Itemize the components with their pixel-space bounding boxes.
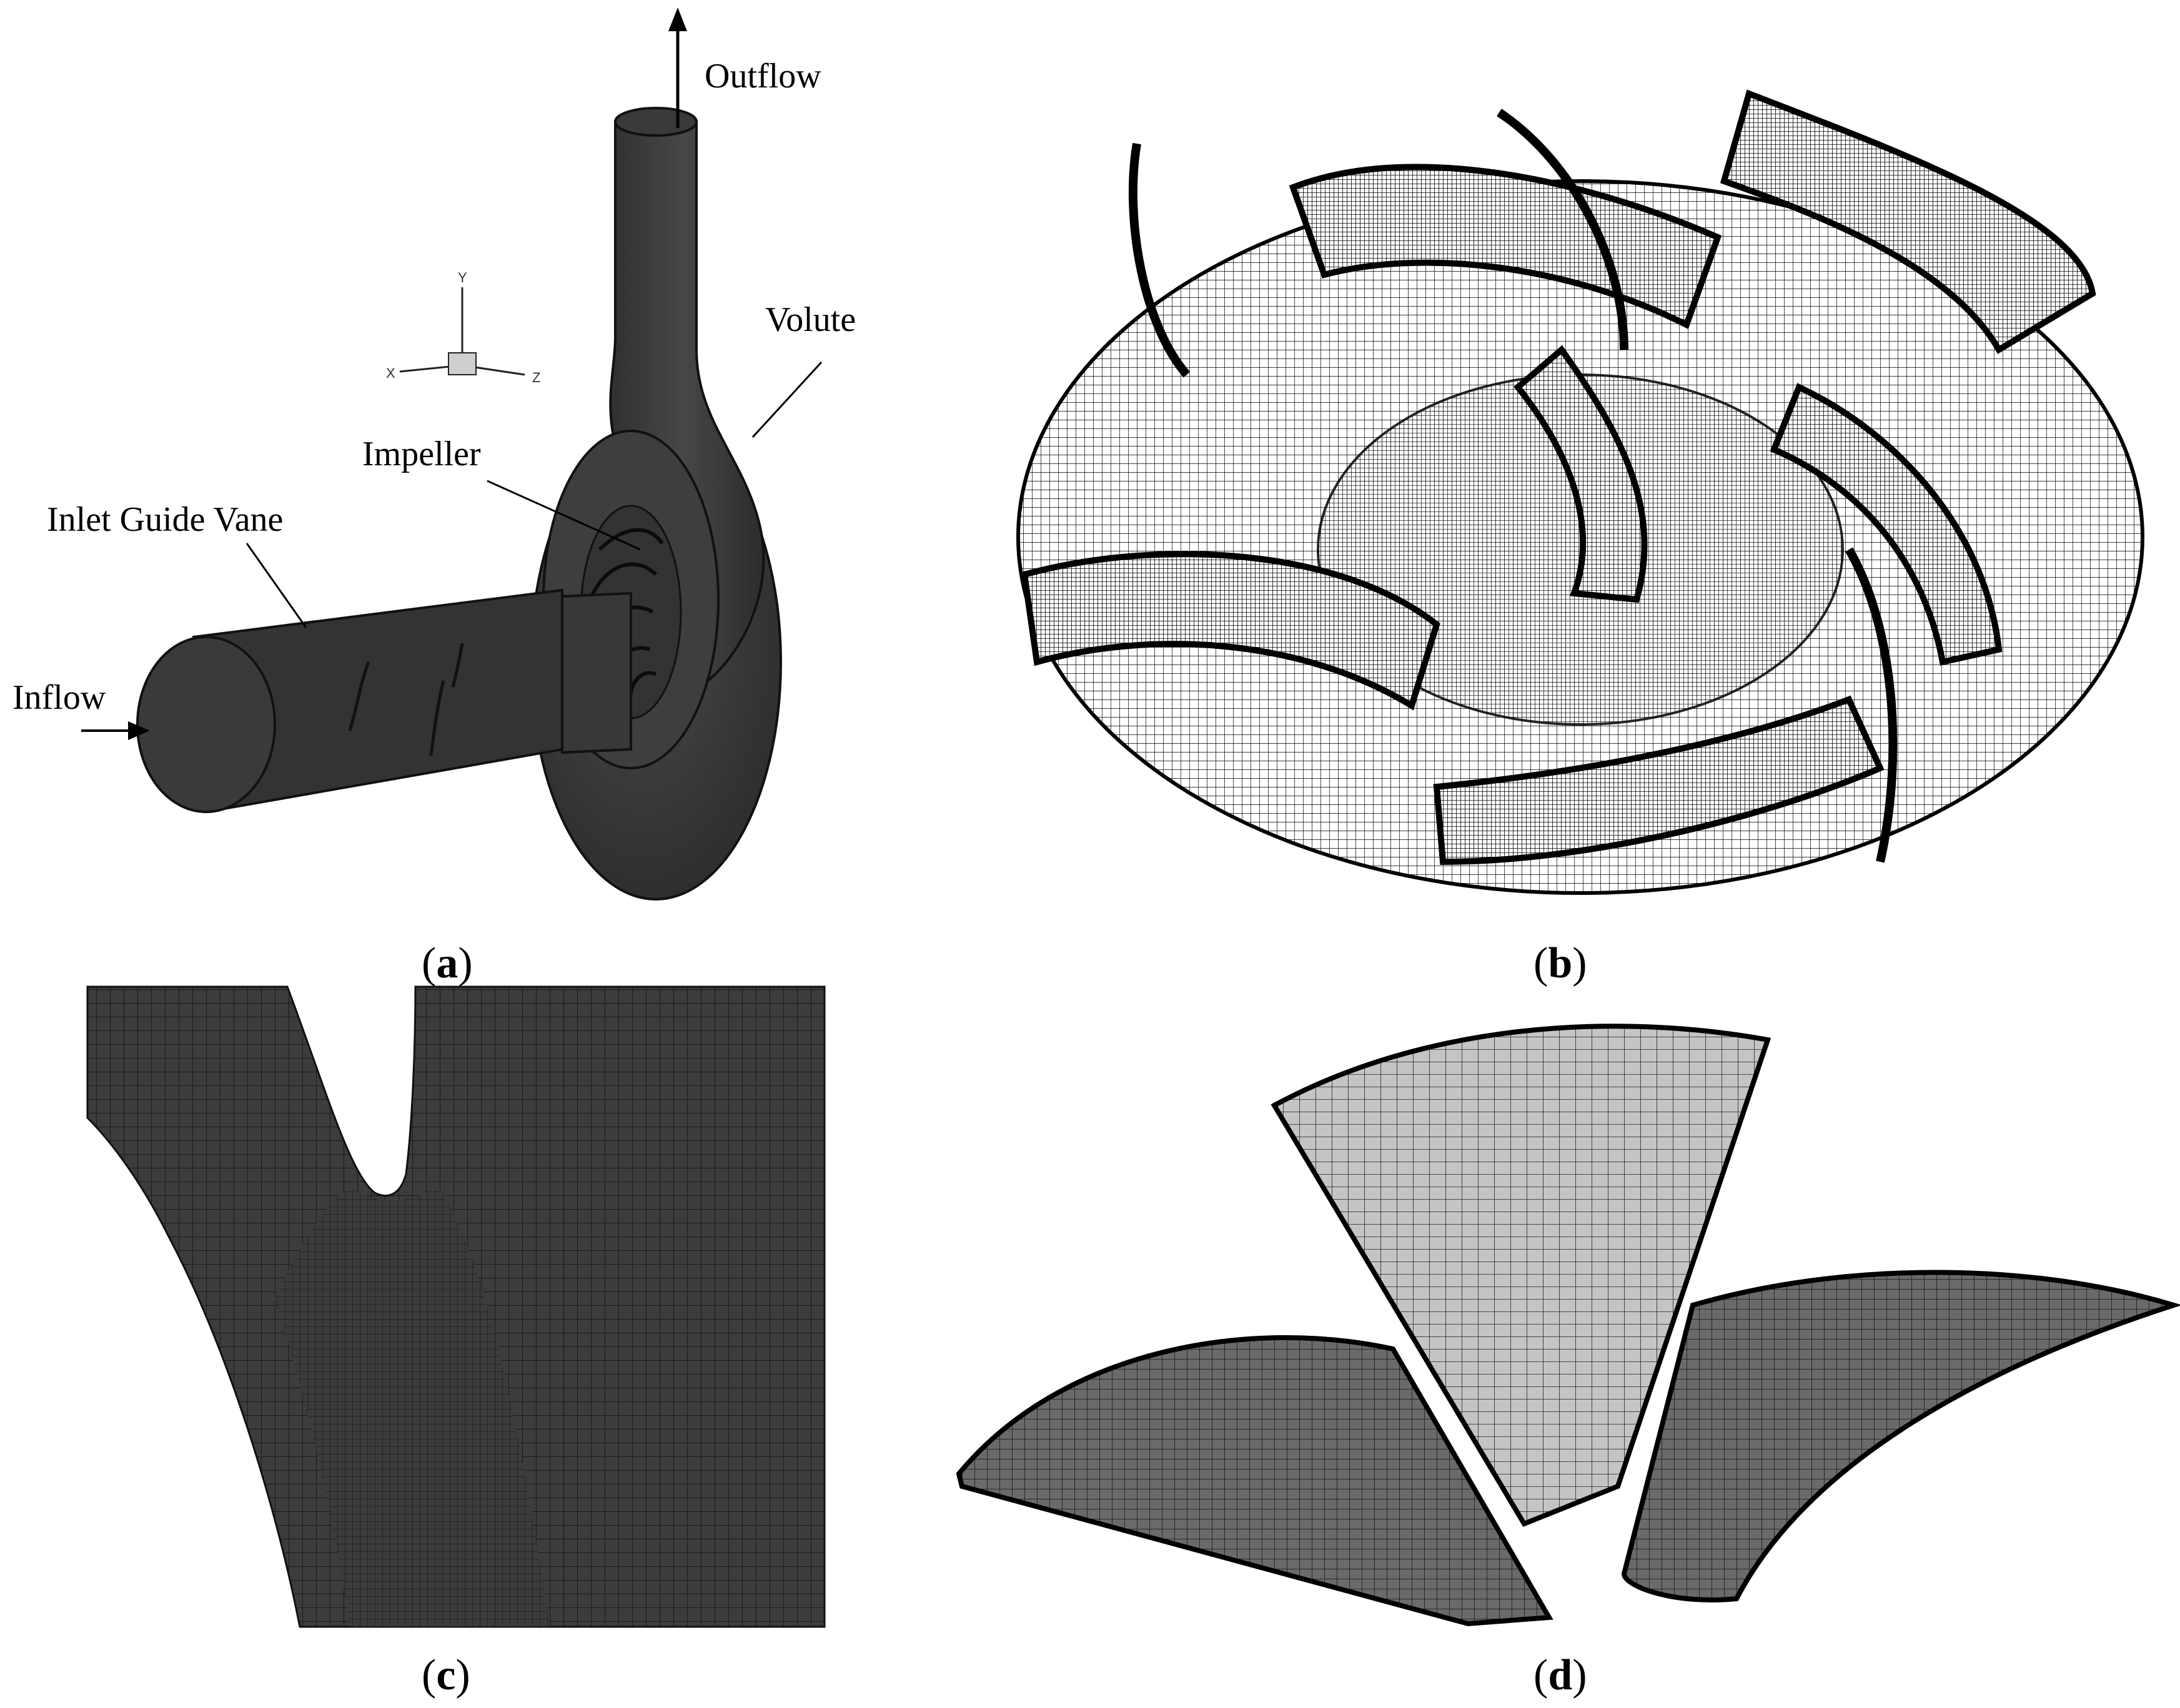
outflow-arrow (668, 7, 687, 128)
impeller-label: Impeller (362, 435, 481, 473)
panel-c: (c) (86, 985, 826, 1699)
caption-c-letter: c (436, 1651, 455, 1699)
panel-d: (d) (956, 1024, 2180, 1699)
inlet-step (561, 591, 632, 754)
caption-b: (b) (1533, 939, 1587, 987)
caption-a: (a) (422, 939, 473, 987)
blade-mesh-center (1271, 1024, 1771, 1527)
mesh-blades (1021, 89, 2096, 866)
mesh-refined-region (275, 1187, 550, 1627)
axis-triad: Y X Z (386, 270, 540, 385)
guide-vane-leader (245, 543, 307, 628)
blade-mesh-right (1621, 1270, 2180, 1602)
inflow-arrow (81, 721, 150, 740)
axis-y-label: Y (458, 270, 467, 285)
axis-x-label: X (386, 365, 395, 381)
panel-a: Outflow Volute Impeller Inlet Guide Vane… (12, 7, 856, 987)
inflow-label: Inflow (12, 678, 106, 717)
guide-vane-slits (348, 643, 464, 756)
caption-d-letter: d (1548, 1651, 1572, 1699)
inlet-face (136, 636, 276, 813)
caption-c: (c) (422, 1651, 470, 1699)
impeller-leader (487, 480, 641, 551)
inlet-guide-vane-label: Inlet Guide Vane (47, 500, 283, 539)
outlet-rim (614, 107, 698, 137)
caption-d: (d) (1533, 1651, 1587, 1699)
volute-label: Volute (765, 300, 856, 339)
caption-b-letter: b (1548, 939, 1572, 987)
outflow-label: Outflow (705, 57, 821, 96)
volute-leader (751, 361, 823, 438)
blade-mesh-left (956, 1335, 1553, 1627)
axis-z-label: Z (532, 370, 540, 385)
mesh-blade-edges (1128, 109, 1898, 863)
panel-b: (b) (1016, 89, 2144, 987)
caption-a-letter: a (436, 939, 458, 987)
